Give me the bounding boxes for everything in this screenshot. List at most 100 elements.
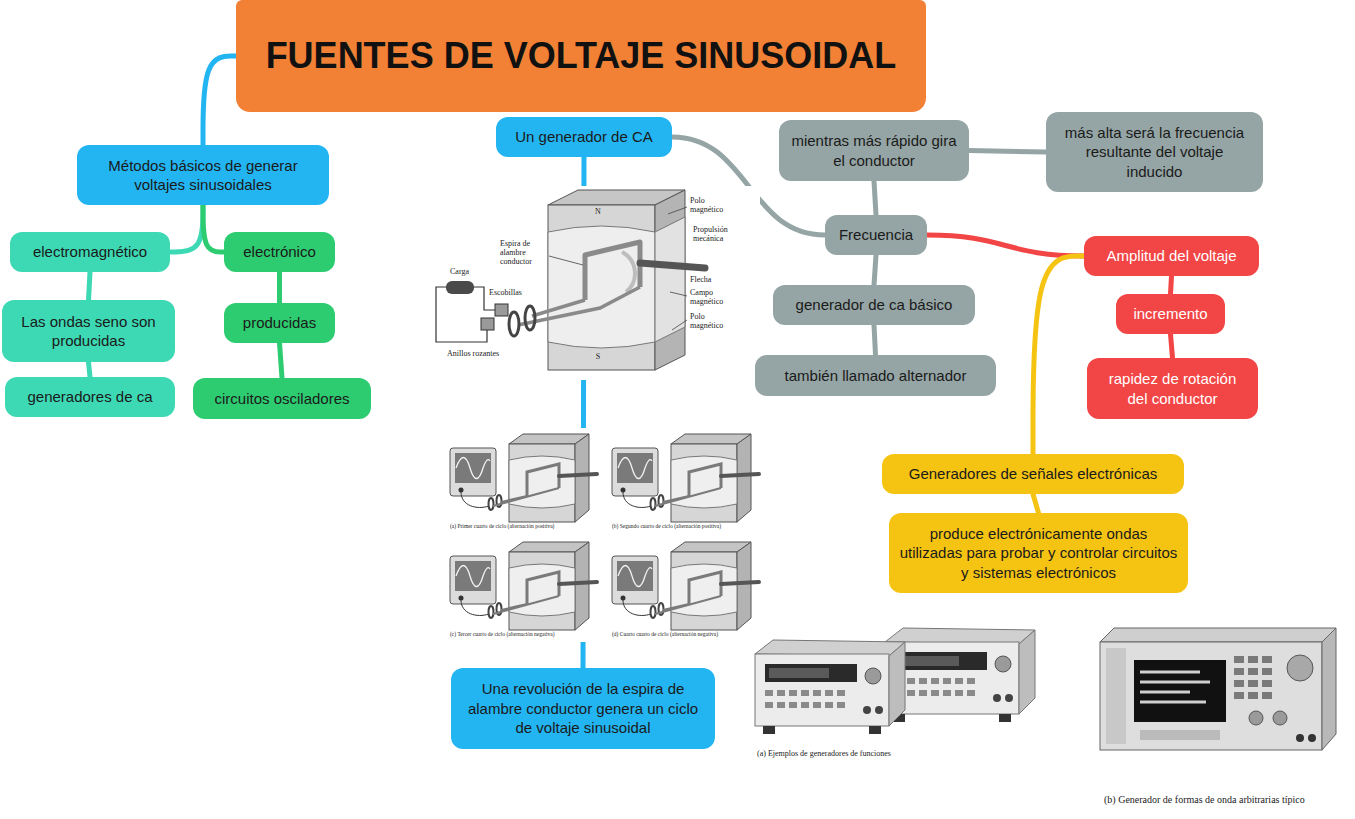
case-front (1100, 642, 1322, 750)
topic-box: circuitos osciladores (193, 378, 371, 419)
leader-line (668, 207, 687, 214)
branch-connector (277, 272, 282, 303)
figure-ground (440, 186, 760, 380)
figure-ground (440, 428, 760, 642)
node-text: produce electrónicamente ondas utilizada… (899, 524, 1178, 583)
slip-ring (509, 312, 519, 336)
node-text: electrónico (243, 242, 316, 262)
branch-connector (203, 205, 224, 252)
figure-caption: (b) Generador de formas de onda arbitrar… (1104, 794, 1305, 805)
topic-box: Métodos básicos de generar voltajes sinu… (77, 145, 329, 205)
topic-box: generadores de ca (5, 377, 175, 417)
part-label: Propulsión mecánica (693, 226, 743, 244)
branch-connector (280, 343, 283, 378)
pole-letter: S (592, 353, 604, 362)
topic-box: rapidez de rotación del conductor (1087, 358, 1258, 419)
topic-box: produce electrónicamente ondas utilizada… (889, 513, 1188, 593)
topic-box: Generadores de señales electrónicas (882, 454, 1184, 494)
node-text: Métodos básicos de generar voltajes sinu… (87, 156, 319, 195)
output-jack (1308, 734, 1316, 742)
topic-box: incremento (1116, 294, 1225, 334)
node-text: incremento (1133, 304, 1207, 324)
brush (481, 318, 494, 330)
part-label: Anillos rozantes (447, 350, 527, 359)
root-topic: FUENTES DE VOLTAJE SINUSOIDAL (236, 0, 926, 112)
figure-caption: (a) Ejemplos de generadores de funciones (757, 750, 891, 759)
branch-connector (874, 181, 876, 215)
leader-line (672, 320, 687, 330)
node-text: Generadores de señales electrónicas (909, 464, 1157, 484)
function-generator (755, 640, 905, 734)
figure-caption: (d) Cuarto cuarto de ciclo (alternación … (612, 631, 718, 637)
magnet-side (655, 190, 685, 370)
node-text: circuitos osciladores (214, 389, 349, 409)
part-label: Polo magnético (690, 313, 734, 331)
rotation-arrow (622, 252, 635, 292)
side-panel (1106, 648, 1126, 744)
node-text: mientras más rápido gira el conductor (789, 131, 959, 170)
node-text: Frecuencia (839, 225, 913, 245)
leader-line (670, 292, 687, 296)
brush (495, 304, 508, 316)
topic-box: mientras más rápido gira el conductor (779, 120, 969, 181)
branch-connector (874, 255, 876, 285)
topic-box: generador de ca básico (773, 285, 975, 325)
load-wire (436, 287, 495, 342)
node-text: electromagnético (33, 242, 147, 262)
node-text: también llamado alternador (785, 366, 967, 386)
knob (1273, 711, 1287, 725)
topic-box: Las ondas seno son producidas (2, 300, 175, 362)
topic-box: Frecuencia (825, 215, 927, 255)
node-text: FUENTES DE VOLTAJE SINUSOIDAL (266, 33, 897, 80)
topic-box: también llamado alternador (755, 355, 996, 396)
case-side (1322, 628, 1336, 750)
branch-connector (874, 325, 876, 355)
node-text: más alta será la frecuencia resultante d… (1056, 123, 1253, 182)
node-text: Amplitud del voltaje (1106, 246, 1236, 266)
node-text: Las ondas seno son producidas (12, 312, 165, 351)
leader-line (549, 256, 583, 265)
part-label: Espira de alambre conductor (500, 240, 546, 267)
node-text: Un generador de CA (515, 127, 653, 147)
branch-connector (1171, 276, 1172, 294)
node-text: producidas (243, 313, 316, 333)
figure-caption: (b) Segundo cuarto de ciclo (alternación… (612, 523, 721, 529)
branch-connector (89, 362, 91, 377)
branch-connector (1033, 494, 1039, 513)
node-text: generadores de ca (27, 387, 152, 407)
node-text: rapidez de rotación del conductor (1097, 369, 1248, 408)
load (446, 281, 474, 294)
buttons (1234, 656, 1272, 699)
topic-box: electrónico (224, 232, 335, 272)
screen-lines (1140, 672, 1210, 702)
drive-slot (1140, 730, 1220, 740)
knob (1249, 711, 1263, 725)
shaft (640, 263, 705, 268)
topic-box: Amplitud del voltaje (1084, 236, 1259, 276)
part-label: Campo magnético (690, 289, 736, 307)
branch-connector (927, 235, 1084, 256)
figure-caption: (a) Primer cuarto de ciclo (alternación … (450, 523, 554, 529)
topic-box: electromagnético (10, 232, 170, 272)
topic-box: más alta será la frecuencia resultante d… (1046, 112, 1263, 192)
topic-box: Una revolución de la espira de alambre c… (451, 668, 715, 749)
branch-connector (89, 272, 91, 300)
pole-letter: N (592, 208, 604, 217)
knob (1287, 655, 1313, 681)
part-label: Polo magnético (690, 197, 734, 215)
slip-ring (525, 306, 535, 330)
topic-box: Un generador de CA (496, 117, 672, 157)
case-top (1100, 628, 1336, 642)
mini-generator (612, 434, 759, 522)
mini-generator (450, 434, 597, 522)
part-label: Flecha (690, 276, 726, 285)
screen (1134, 660, 1226, 722)
part-label: Carga (450, 268, 480, 277)
branch-connector (1171, 334, 1173, 358)
part-label: Escobillas (489, 289, 533, 298)
node-text: generador de ca básico (796, 295, 953, 315)
pole-gap-side (655, 217, 685, 342)
node-text: Una revolución de la espira de alambre c… (461, 679, 705, 738)
